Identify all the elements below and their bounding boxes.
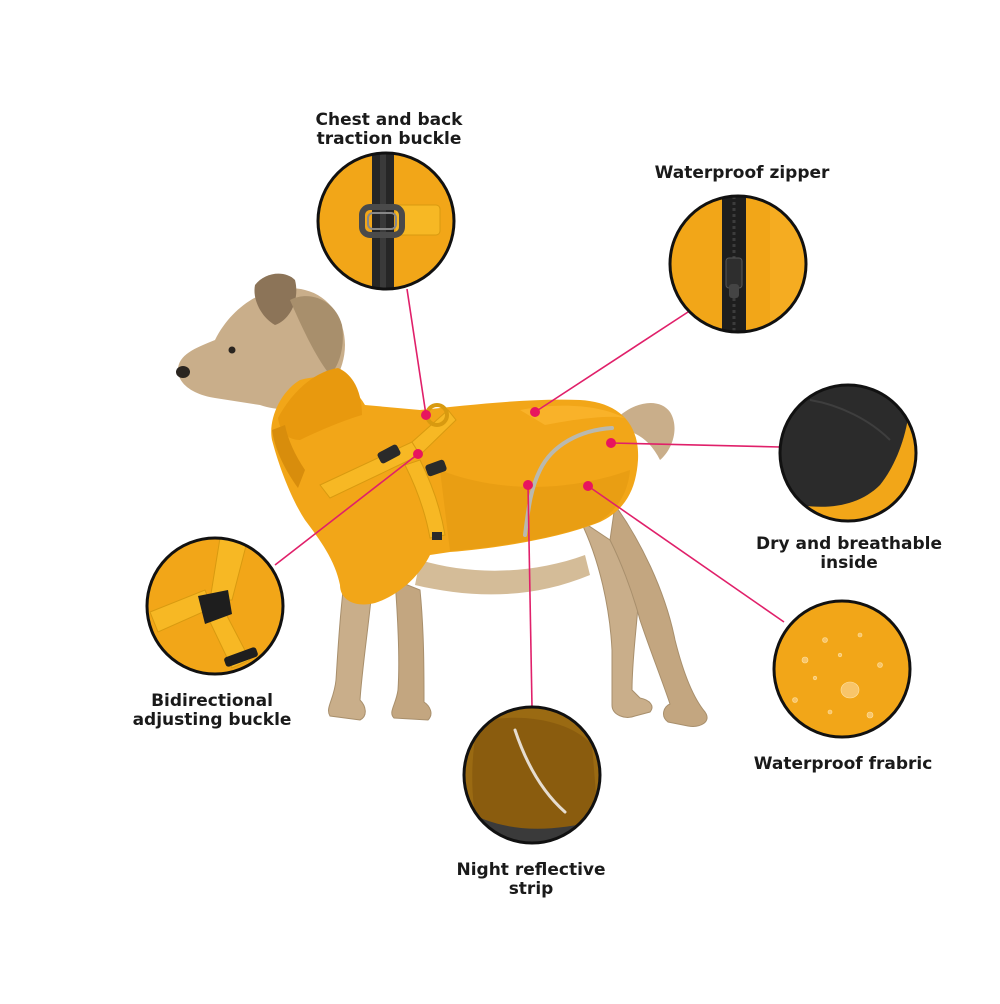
- fabric-droplets-closeup-icon: [772, 599, 912, 739]
- leader-lines: [274, 288, 785, 708]
- zipper-closeup-icon: [668, 194, 808, 334]
- buckle-closeup-icon: [316, 151, 456, 291]
- chest-back-buckle-label: Chest and back traction buckle: [315, 110, 463, 149]
- side-release-buckle-closeup-icon: [145, 536, 285, 676]
- waterproof-zipper-label: Waterproof zipper: [654, 163, 830, 183]
- waterproof-fabric-label: Waterproof frabric: [753, 754, 933, 774]
- dry-breathable-label: Dry and breathable inside: [756, 534, 942, 573]
- reflective-strip-closeup-icon: [462, 705, 602, 845]
- dog: [176, 273, 708, 727]
- anchor-dots: [413, 407, 616, 491]
- lining-closeup-icon: [778, 383, 918, 523]
- raincoat: [271, 368, 639, 605]
- night-reflective-label: Night reflective strip: [456, 860, 606, 899]
- bidirectional-buckle-label: Bidirectional adjusting buckle: [132, 691, 292, 730]
